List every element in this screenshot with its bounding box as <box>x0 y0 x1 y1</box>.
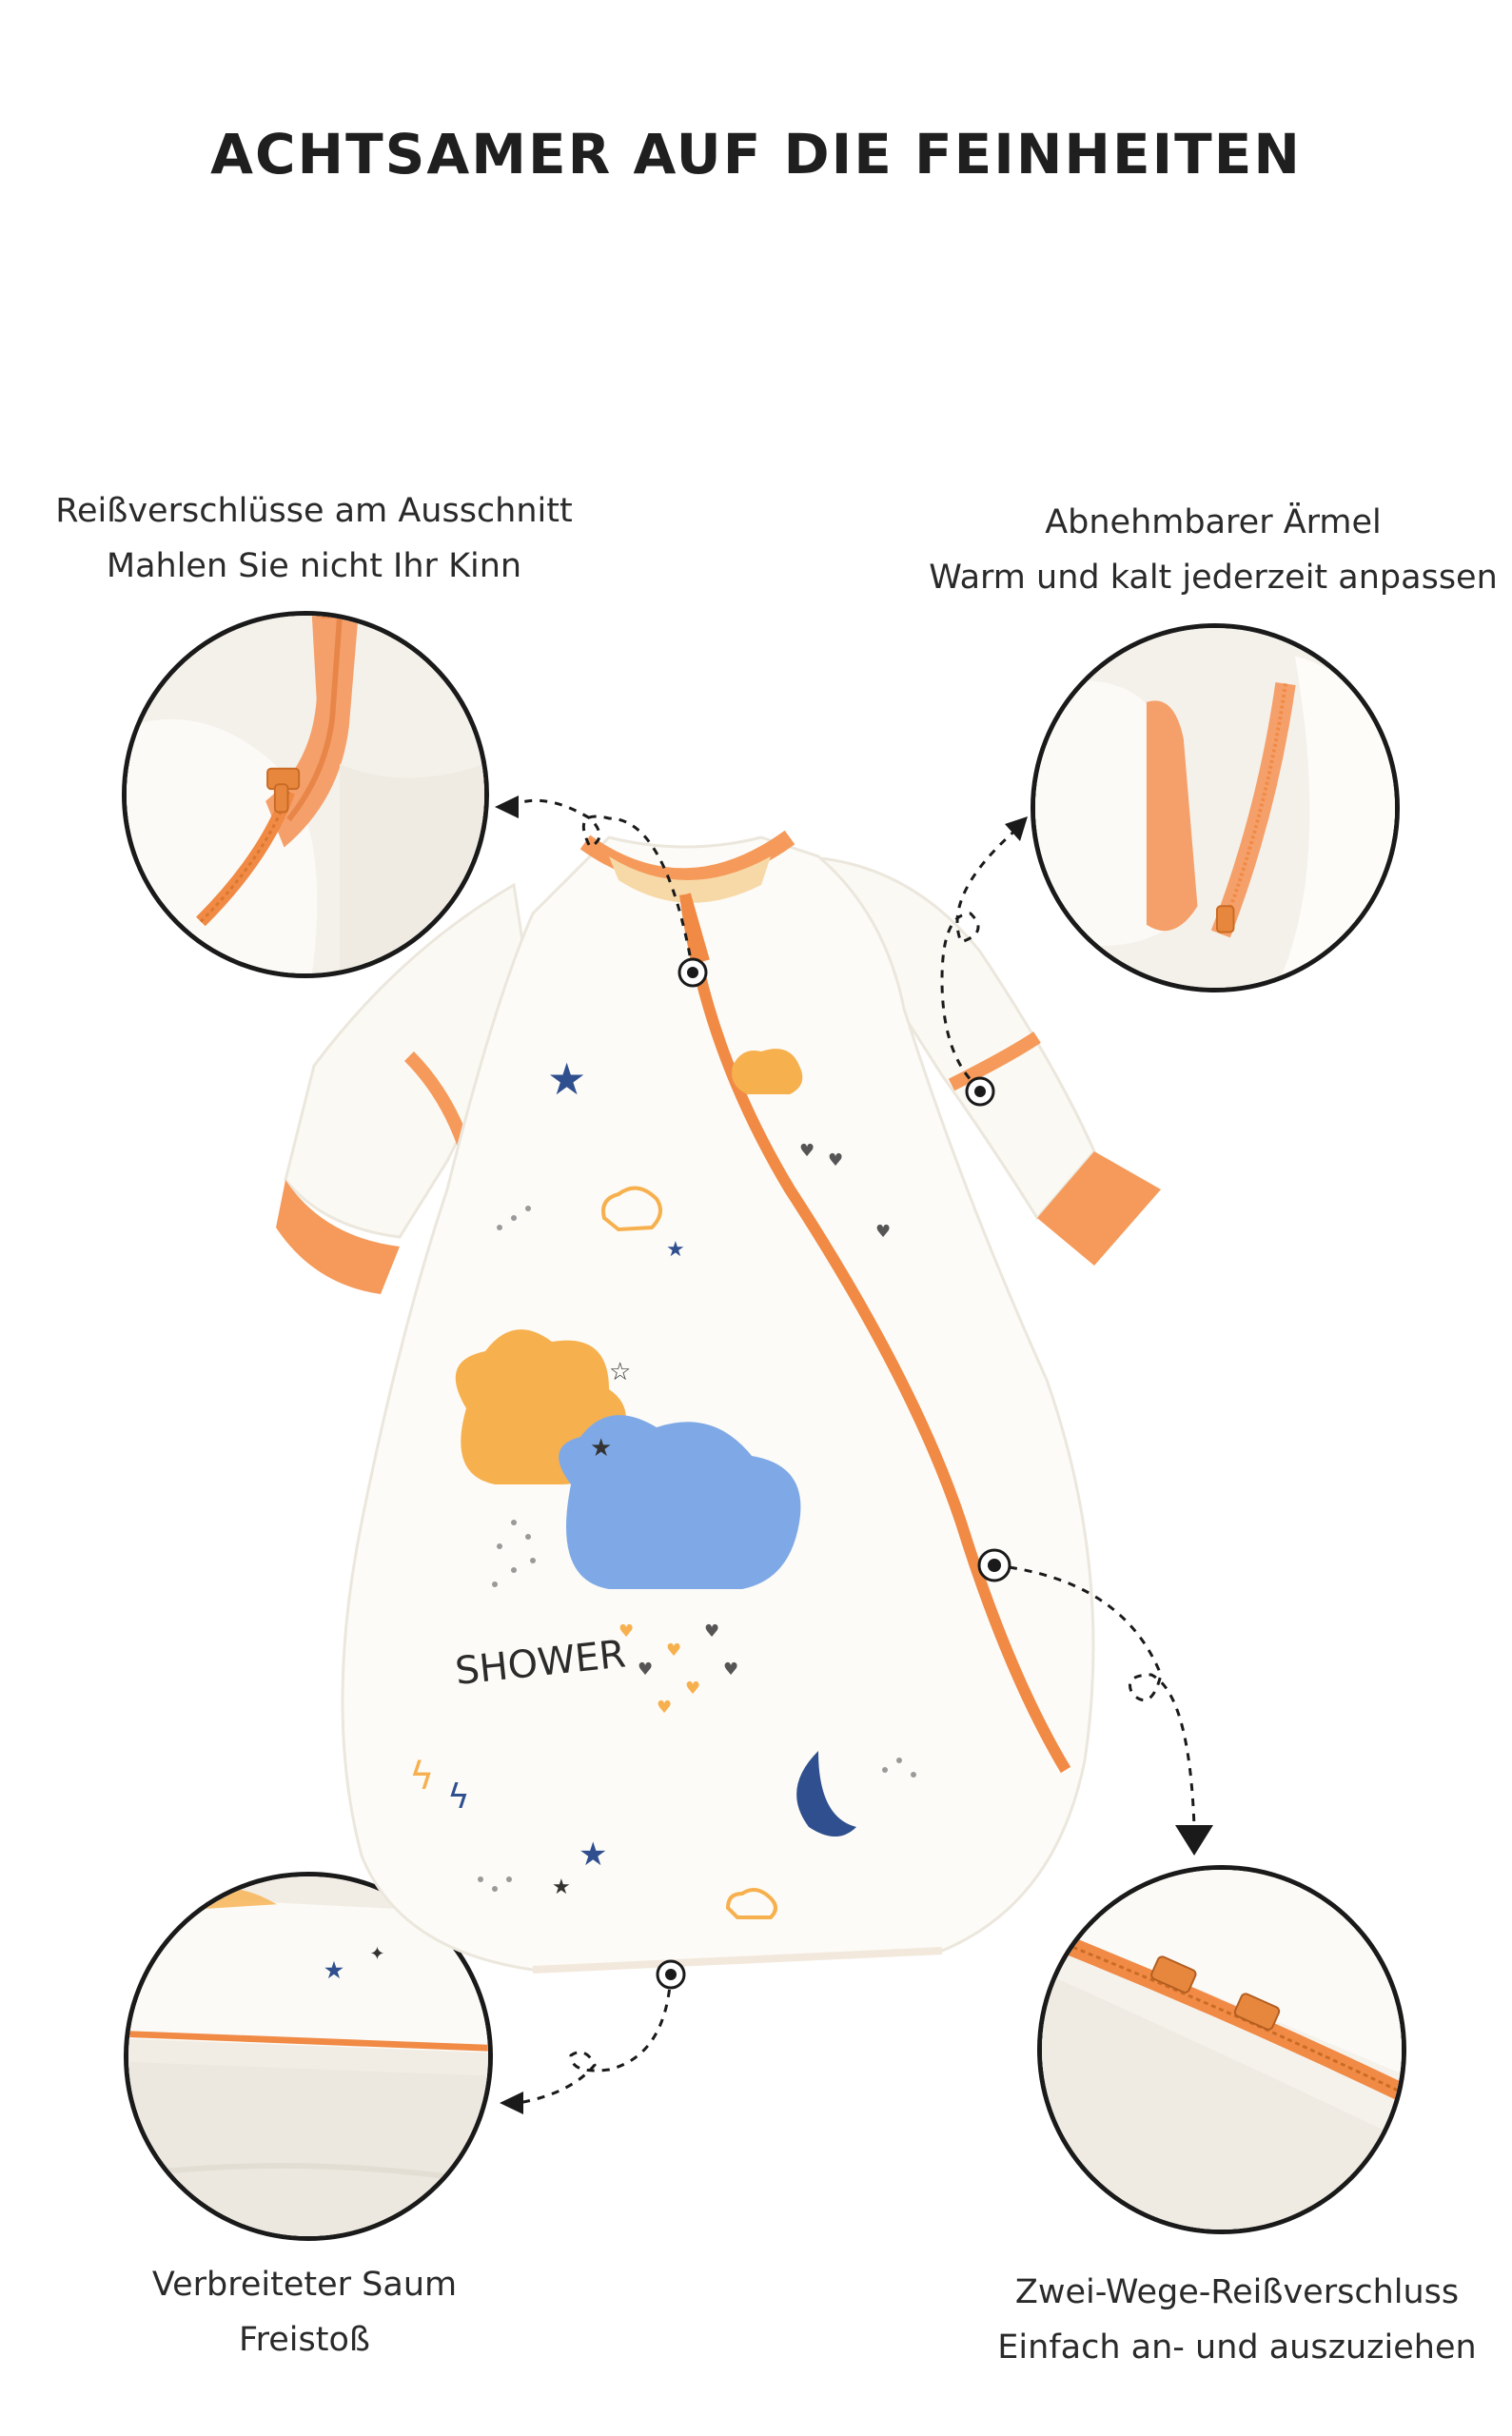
svg-text:♥: ♥ <box>704 1621 719 1641</box>
feature-caption-neck-zipper: Reißverschlüsse am Ausschnitt Mahlen Sie… <box>38 483 590 594</box>
arrow-head-icon <box>1005 816 1028 841</box>
arrow-head-icon <box>500 2092 523 2114</box>
marker-dot-icon <box>677 957 708 988</box>
arrow-head-icon <box>1175 1825 1213 1856</box>
caption-line-1: Reißverschlüsse am Ausschnitt <box>55 492 573 530</box>
svg-text:♥: ♥ <box>638 1660 653 1680</box>
detachable-sleeve-image <box>1035 628 1395 988</box>
feature-caption-detachable-sleeve: Abnehmbarer Ärmel Warm und kalt jederzei… <box>928 495 1499 605</box>
detail-circle-two-way-zipper <box>1037 1865 1406 2234</box>
svg-text:✦: ✦ <box>369 1943 384 1965</box>
svg-text:ϟ: ϟ <box>409 1755 434 1798</box>
caption-line-2: Freistoß <box>239 2321 370 2359</box>
svg-text:★: ★ <box>579 1836 607 1874</box>
page-title: ACHTSAMER AUF DIE FEINHEITEN <box>210 122 1302 187</box>
neck-zipper-image <box>127 616 484 973</box>
marker-dot-icon <box>656 1959 686 1990</box>
caption-line-2: Mahlen Sie nicht Ihr Kinn <box>106 547 522 585</box>
connector-wide-hem <box>518 1974 673 2105</box>
svg-text:♥: ♥ <box>685 1679 700 1699</box>
svg-text:♥: ♥ <box>657 1698 672 1718</box>
detail-circle-neck-zipper <box>122 611 489 978</box>
svg-text:♥: ♥ <box>799 1141 815 1161</box>
arrow-head-icon <box>495 796 519 818</box>
svg-text:ϟ: ϟ <box>447 1778 470 1817</box>
connector-two-way-zipper <box>993 1563 1196 1828</box>
caption-line-1: Zwei-Wege-Reißverschluss <box>1014 2273 1460 2311</box>
caption-line-1: Abnehmbarer Ärmel <box>1045 503 1382 541</box>
marker-dot-icon <box>965 1076 995 1107</box>
marker-dot-icon <box>977 1548 1011 1582</box>
feature-caption-two-way-zipper: Zwei-Wege-Reißverschluss Einfach an- und… <box>980 2265 1494 2375</box>
svg-text:♥: ♥ <box>828 1150 843 1170</box>
two-way-zipper-image <box>1042 1870 1402 2230</box>
svg-text:★: ★ <box>552 1876 571 1899</box>
svg-text:★: ★ <box>324 1955 345 1984</box>
product-print-text: SHOWER <box>453 1632 627 1694</box>
wide-hem-image: ★ ✦ <box>128 1876 488 2236</box>
caption-line-1: Verbreiteter Saum <box>151 2266 458 2304</box>
detail-circle-detachable-sleeve <box>1031 623 1400 992</box>
detail-circle-wide-hem: ★ ✦ <box>124 1872 493 2241</box>
connector-neck-zipper <box>508 798 695 972</box>
svg-text:♥: ♥ <box>619 1621 634 1641</box>
caption-line-2: Warm und kalt jederzeit anpassen <box>929 559 1498 597</box>
svg-text:♥: ♥ <box>723 1660 738 1680</box>
feature-caption-wide-hem: Verbreiteter Saum Freistoß <box>114 2257 495 2367</box>
svg-text:★: ★ <box>666 1238 685 1262</box>
svg-text:♥: ♥ <box>666 1640 681 1660</box>
svg-text:★: ★ <box>547 1053 586 1105</box>
connector-detachable-sleeve <box>940 826 1019 1091</box>
svg-text:☆: ☆ <box>609 1358 631 1386</box>
svg-text:★: ★ <box>590 1434 612 1463</box>
caption-line-2: Einfach an- und auszuziehen <box>997 2328 1477 2367</box>
sleeping-bag: ★ ★ ★ ★ ☆ ★ ϟ ϟ ♥♥ ♥♥ ♥♥ ♥♥ ♥♥ SHOWER <box>276 830 1161 1974</box>
svg-text:♥: ♥ <box>875 1222 891 1242</box>
